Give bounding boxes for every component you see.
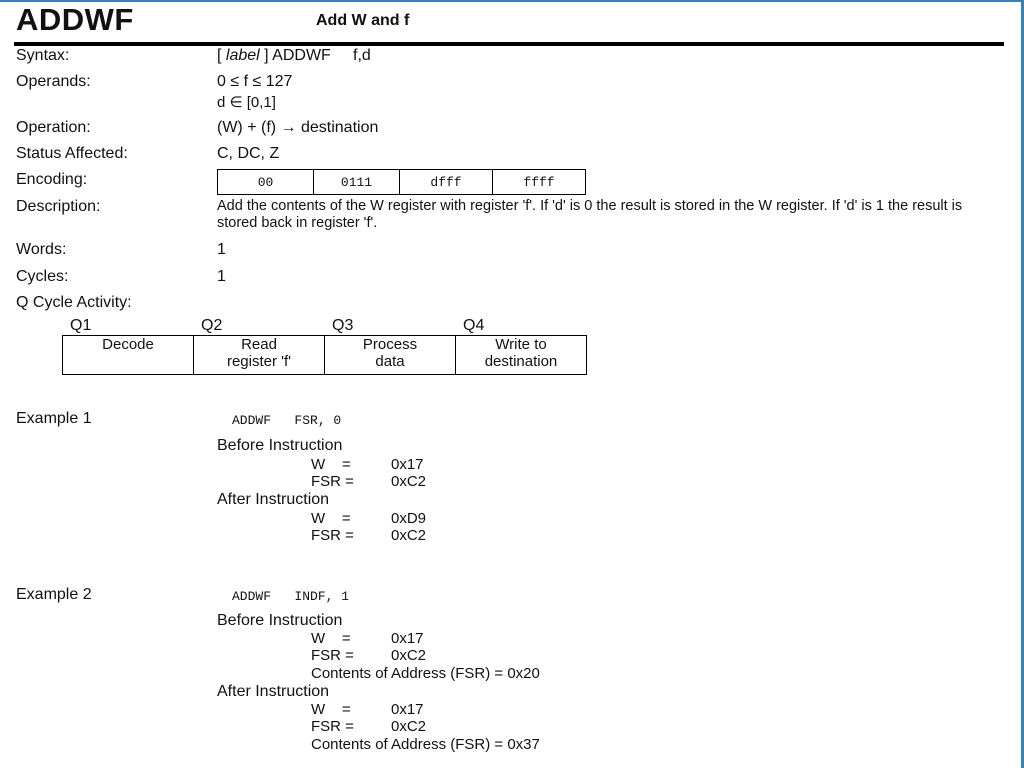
reg-value: 0xC2: [391, 647, 427, 664]
example2-before-fsr: FSR = 0xC2: [311, 647, 426, 664]
reg-key: W =: [311, 456, 351, 473]
encoding-cell: dfff: [399, 169, 493, 195]
qcycle-label: Q Cycle Activity:: [16, 294, 132, 311]
syntax-label: Syntax:: [16, 47, 70, 64]
q-cell-line1: Decode: [102, 336, 154, 353]
reg-key: FSR =: [311, 647, 354, 664]
q-header: Q3: [332, 317, 354, 334]
q-cell: Decode: [62, 335, 194, 375]
encoding-table: 00 0111 dfff ffff: [217, 169, 586, 195]
status-label: Status Affected:: [16, 145, 128, 162]
q-cell-line1: Read: [241, 336, 277, 353]
reg-value: 0xD9: [391, 510, 427, 527]
syntax-label-italic: label: [225, 47, 260, 64]
instruction-mnemonic: ADDWF: [16, 2, 134, 37]
cycles-label: Cycles:: [16, 268, 69, 285]
reg-key: W =: [311, 630, 351, 647]
example1-after-title: After Instruction: [217, 491, 330, 508]
q-header: Q1: [70, 317, 92, 334]
reg-key: W =: [311, 510, 351, 527]
example2-after-contents: Contents of Address (FSR) = 0x37: [311, 736, 540, 753]
example2-before-w: W = 0x17: [311, 630, 424, 647]
operands-line2: d ∈ [0,1]: [217, 94, 276, 111]
example1-before-title: Before Instruction: [217, 437, 343, 454]
encoding-cell: ffff: [492, 169, 586, 195]
reg-value: 0x17: [391, 456, 424, 473]
words-value: 1: [217, 241, 226, 258]
example1-after-fsr: FSR = 0xC2: [311, 527, 426, 544]
operation-value: (W) + (f) → destination: [217, 119, 379, 136]
example2-before-title: Before Instruction: [217, 612, 343, 629]
instruction-subtitle: Add W and f: [316, 12, 410, 29]
operands-label: Operands:: [16, 73, 91, 90]
frame-top-border: [0, 0, 1024, 2]
header-rule: [14, 42, 1004, 46]
reg-key: FSR =: [311, 473, 354, 490]
example1-before-w: W = 0x17: [311, 456, 424, 473]
example1-code: ADDWF FSR, 0: [232, 413, 342, 428]
reg-value: 0xC2: [391, 527, 427, 544]
example2-after-title: After Instruction: [217, 683, 330, 700]
example2-after-fsr: FSR = 0xC2: [311, 718, 426, 735]
q-cell-line1: Process: [362, 336, 418, 353]
frame-right-border: [1021, 0, 1024, 768]
example1-label: Example 1: [16, 410, 92, 427]
description-label: Description:: [16, 198, 101, 215]
q-header: Q2: [201, 317, 223, 334]
example1-before-fsr: FSR = 0xC2: [311, 473, 426, 490]
reg-key: FSR =: [311, 718, 354, 735]
reg-key: FSR =: [311, 527, 354, 544]
q-header: Q4: [463, 317, 485, 334]
q-cell-line1: Write to: [495, 336, 547, 353]
operands-line1: 0 ≤ f ≤ 127: [217, 73, 293, 90]
encoding-label: Encoding:: [16, 171, 88, 188]
cycles-value: 1: [217, 268, 226, 285]
example2-after-w: W = 0x17: [311, 701, 424, 718]
syntax-pre: [: [217, 47, 226, 64]
syntax-value: [ label ] ADDWF f,d: [217, 47, 371, 65]
example2-before-contents: Contents of Address (FSR) = 0x20: [311, 665, 540, 682]
encoding-cell: 00: [217, 169, 314, 195]
reg-value: 0x17: [391, 701, 424, 718]
description-value: Add the contents of the W register with …: [217, 198, 963, 231]
reg-value: 0xC2: [391, 473, 427, 490]
reg-value: 0x17: [391, 630, 424, 647]
syntax-post: ] ADDWF f,d: [259, 47, 371, 64]
q-cell-line2: data: [375, 353, 405, 370]
encoding-cell: 0111: [313, 169, 400, 195]
example1-after-w: W = 0xD9: [311, 510, 426, 527]
reg-key: W =: [311, 701, 351, 718]
reg-value: 0xC2: [391, 718, 427, 735]
example2-label: Example 2: [16, 586, 92, 603]
words-label: Words:: [16, 241, 67, 258]
example2-code: ADDWF INDF, 1: [232, 589, 350, 604]
status-value: C, DC, Z: [217, 145, 280, 162]
q-cell-line2: destination: [484, 353, 558, 370]
q-cell-line2: register 'f': [226, 353, 292, 370]
operation-label: Operation:: [16, 119, 91, 136]
